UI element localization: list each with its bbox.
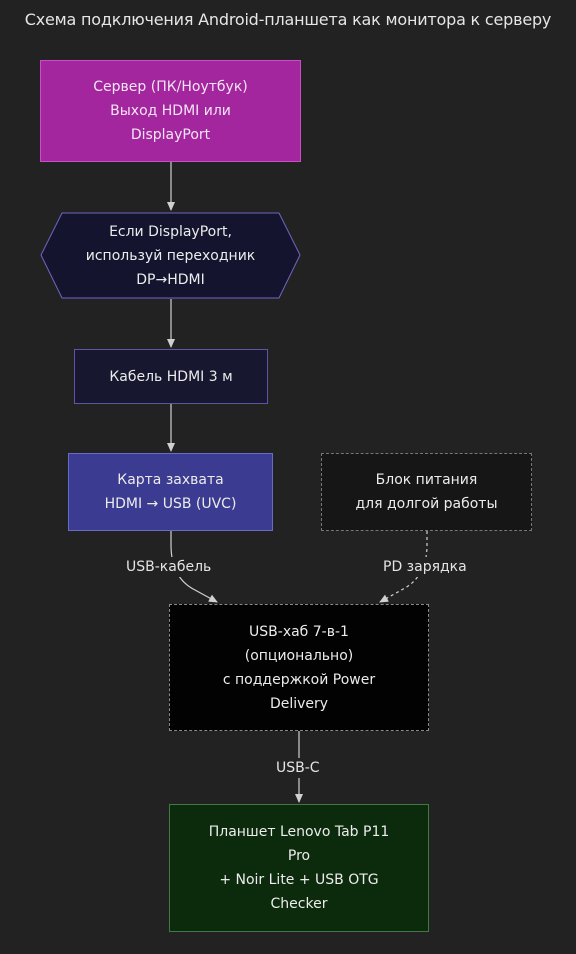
node-adapter: Если DisplayPort, используй переходник D… (40, 212, 301, 299)
node-server: Сервер (ПК/Ноутбук) Выход HDMI или Displ… (40, 60, 301, 162)
edge-label-pd-charging: PD зарядка (381, 557, 469, 577)
node-server-line: Выход HDMI или (110, 103, 231, 119)
edge-power-hub (379, 531, 428, 603)
diagram-title: Схема подключения Android-планшета как м… (24, 10, 552, 29)
node-hub-line: Delivery (269, 695, 329, 712)
node-usb-hub: USB-хаб 7-в-1 (опционально) с поддержкой… (169, 604, 429, 731)
edge-label-usb-c: USB-C (274, 758, 322, 778)
node-hdmi-cable: Кабель HDMI 3 м (74, 349, 268, 404)
node-server-line: DisplayPort (130, 127, 211, 143)
node-cable-line: Кабель HDMI 3 м (109, 368, 233, 385)
node-tablet: Планшет Lenovo Tab P11 Pro + Noir Lite +… (169, 804, 429, 932)
edge-label-usb-cable: USB-кабель (124, 557, 214, 577)
node-power-line: для долгой работы (355, 496, 498, 512)
node-hub-line: (опционально) (244, 647, 354, 664)
node-tablet-line: + Noir Lite + USB OTG (219, 872, 379, 888)
node-capture-card: Карта захвата HDMI → USB (UVC) (68, 453, 273, 531)
node-adapter-line: DP→HDMI (136, 271, 205, 288)
adapter-hexagon-shape (40, 212, 301, 299)
node-power-line: Блок питания (375, 472, 478, 488)
node-tablet-line: Pro (287, 848, 311, 864)
node-hub-line: с поддержкой Power (222, 671, 376, 688)
node-adapter-line: Если DisplayPort, (109, 223, 232, 240)
node-capture-line: Карта захвата (117, 472, 224, 488)
node-hub-line: USB-хаб 7-в-1 (249, 623, 349, 640)
node-server-line: Сервер (ПК/Ноутбук) (93, 79, 248, 95)
node-power-supply: Блок питания для долгой работы (321, 453, 532, 531)
node-capture-line: HDMI → USB (UVC) (104, 496, 237, 512)
node-tablet-line: Checker (270, 896, 328, 912)
node-adapter-line: используй переходник (85, 247, 256, 264)
node-tablet-line: Планшет Lenovo Tab P11 (208, 824, 390, 840)
